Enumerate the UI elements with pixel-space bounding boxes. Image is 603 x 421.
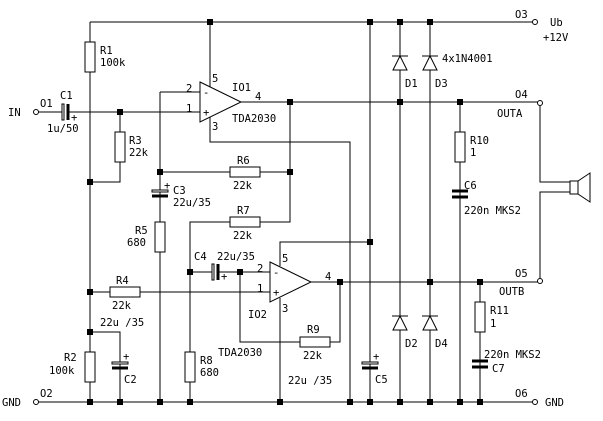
c7-value: 220n MKS2: [484, 349, 541, 361]
c3-name: C3: [173, 185, 186, 197]
c2-name: C2: [124, 374, 137, 386]
d2-name: D2: [405, 338, 418, 350]
r10-value: 1: [470, 147, 476, 159]
io2-name: IO2: [248, 309, 267, 321]
r7-value: 22k: [233, 230, 253, 242]
o1-label: O1: [40, 98, 53, 110]
io1-pin3: 3: [212, 121, 218, 133]
o6-label: O6: [515, 388, 528, 400]
io1-pin1: 1: [186, 103, 192, 115]
c4-value: 22u/35: [217, 251, 255, 263]
r11-name: R11: [490, 305, 509, 317]
r3-name: R3: [129, 135, 142, 147]
r5-value: 680: [127, 237, 146, 249]
c3-polarity: +: [164, 180, 170, 192]
c4-polarity: +: [221, 271, 227, 283]
r2-name: R2: [64, 352, 77, 364]
capacitor-plates: [61, 103, 488, 370]
outb-label: OUTB: [499, 286, 524, 298]
r4-value: 22k: [112, 300, 132, 312]
r8-value: 680: [200, 367, 219, 379]
io2-pin2: 2: [257, 263, 263, 275]
c1-name: C1: [60, 90, 73, 102]
c6-name: C6: [464, 180, 477, 192]
io2-type: TDA2030: [218, 347, 262, 359]
r4-name: R4: [116, 275, 129, 287]
junction-dots: [87, 19, 483, 405]
io1-name: IO1: [232, 82, 251, 94]
c2-value: 22u /35: [100, 317, 144, 329]
ub-value: +12V: [543, 32, 569, 44]
r2-value: 100k: [49, 365, 75, 377]
c1-polarity: +: [71, 112, 77, 124]
r9-value: 22k: [303, 350, 323, 362]
r6-value: 22k: [233, 180, 253, 192]
c4-name: C4: [194, 251, 207, 263]
r1-value: 100k: [100, 57, 126, 69]
c5-name: C5: [375, 374, 388, 386]
io1-opamp-symbol: [199, 81, 243, 123]
c5-polarity: +: [373, 351, 379, 363]
d3-name: D3: [435, 78, 448, 90]
io1-minus: -: [203, 87, 209, 99]
r9-name: R9: [307, 324, 320, 336]
io2-pin3: 3: [282, 303, 288, 315]
o5-label: O5: [515, 268, 528, 280]
r6-name: R6: [237, 155, 250, 167]
resistor-bodies: [84, 41, 486, 383]
o4-label: O4: [515, 89, 528, 101]
ub-label: Ub: [550, 17, 563, 29]
r10-name: R10: [470, 135, 489, 147]
io2-plus: +: [273, 287, 279, 299]
o3-label: O3: [515, 9, 528, 21]
r7-name: R7: [237, 205, 250, 217]
diodes: [392, 54, 438, 331]
c5-value: 22u /35: [288, 375, 332, 387]
diodes-value: 4x1N4001: [442, 53, 493, 65]
io2-pin1: 1: [257, 283, 263, 295]
c2-polarity: +: [123, 351, 129, 363]
outa-label: OUTA: [497, 108, 523, 120]
io1-pin5: 5: [212, 73, 218, 85]
io2-pin4: 4: [325, 271, 331, 283]
c6-value: 220n MKS2: [464, 205, 521, 217]
io2-opamp-symbol: [269, 261, 313, 303]
c7-name: C7: [492, 363, 505, 375]
io1-pin2: 2: [186, 83, 192, 95]
speaker-icon: [569, 172, 591, 203]
gnd-right-label: GND: [545, 397, 564, 409]
io2-minus: -: [273, 267, 279, 279]
c1-value: 1u/50: [47, 123, 79, 135]
port-terminals: [33, 19, 543, 405]
in-label: IN: [8, 107, 21, 119]
c3-value: 22u/35: [173, 197, 211, 209]
d1-name: D1: [405, 78, 418, 90]
io1-pin4: 4: [255, 91, 261, 103]
r3-value: 22k: [129, 147, 149, 159]
io1-plus: +: [203, 107, 209, 119]
gnd-left-label: GND: [2, 397, 21, 409]
r8-name: R8: [200, 355, 213, 367]
o2-label: O2: [40, 388, 53, 400]
d4-name: D4: [435, 338, 448, 350]
r1-name: R1: [100, 45, 113, 57]
io2-pin5: 5: [282, 253, 288, 265]
r11-value: 1: [490, 318, 496, 330]
r5-name: R5: [135, 225, 148, 237]
io1-type: TDA2030: [232, 113, 276, 125]
